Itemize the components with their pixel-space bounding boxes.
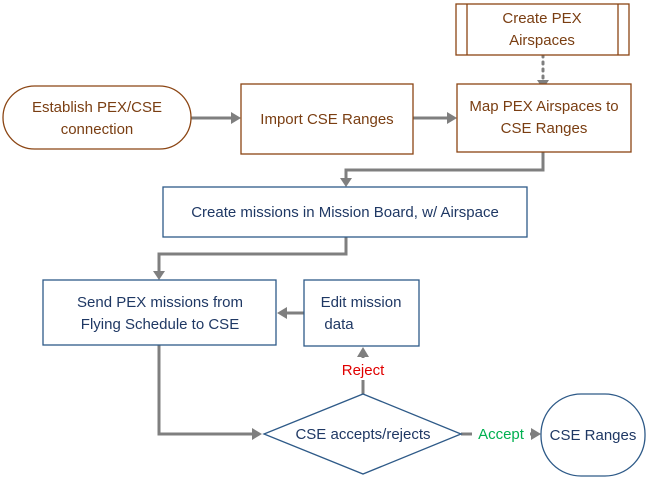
- edge-label-reject: Reject: [342, 362, 385, 379]
- edge-establish-to-import-head: [231, 112, 241, 124]
- edge-create-missions-to-send-head: [153, 271, 165, 280]
- edge-map-to-create-missions-head: [340, 178, 352, 187]
- node-establish-connection-line1: Establish PEX/CSE: [32, 99, 162, 116]
- node-establish-connection-line2: connection: [61, 121, 134, 138]
- edge-label-accept: Accept: [478, 426, 525, 443]
- node-edit-mission[interactable]: Edit mission data: [303, 279, 420, 347]
- edge-map-to-create-missions: [344, 152, 545, 179]
- node-establish-connection[interactable]: Establish PEX/CSE connection: [2, 85, 192, 150]
- node-send-missions[interactable]: Send PEX missions from Flying Schedule t…: [42, 279, 277, 346]
- node-cse-decision-label: CSE accepts/rejects: [295, 426, 430, 443]
- node-edit-mission-line2: data: [324, 316, 354, 333]
- reject-label-bg: [336, 358, 390, 380]
- node-create-pex-airspaces-line2: Airspaces: [509, 32, 575, 49]
- node-map-airspaces[interactable]: Map PEX Airspaces to CSE Ranges: [456, 83, 632, 153]
- node-import-cse-ranges[interactable]: Import CSE Ranges: [240, 83, 414, 155]
- edge-send-to-decision: [157, 345, 255, 436]
- node-edit-mission-line1: Edit mission: [321, 294, 402, 311]
- node-cse-decision[interactable]: CSE accepts/rejects: [262, 393, 463, 475]
- edge-import-to-map-head: [447, 112, 457, 124]
- node-cse-ranges-label: CSE Ranges: [550, 427, 637, 444]
- node-map-airspaces-line1: Map PEX Airspaces to: [469, 98, 618, 115]
- edge-edit-to-send-head: [277, 307, 287, 319]
- node-create-missions-label: Create missions in Mission Board, w/ Air…: [191, 204, 499, 221]
- node-cse-ranges[interactable]: CSE Ranges: [540, 393, 646, 477]
- edge-decision-to-cse-ranges-head: [531, 428, 541, 440]
- node-create-pex-airspaces[interactable]: Create PEX Airspaces: [455, 3, 630, 56]
- node-create-missions[interactable]: Create missions in Mission Board, w/ Air…: [162, 186, 528, 238]
- node-import-cse-ranges-label: Import CSE Ranges: [260, 111, 393, 128]
- edge-create-missions-to-send: [157, 237, 348, 272]
- edge-decision-to-edit-head: [357, 347, 369, 357]
- node-create-pex-airspaces-line1: Create PEX: [502, 10, 581, 27]
- node-map-airspaces-line2: CSE Ranges: [501, 120, 588, 137]
- edge-send-to-decision-head: [252, 428, 262, 440]
- node-send-missions-line1: Send PEX missions from: [77, 294, 243, 311]
- accept-label-bg: [472, 424, 530, 444]
- node-send-missions-line2: Flying Schedule to CSE: [81, 316, 239, 333]
